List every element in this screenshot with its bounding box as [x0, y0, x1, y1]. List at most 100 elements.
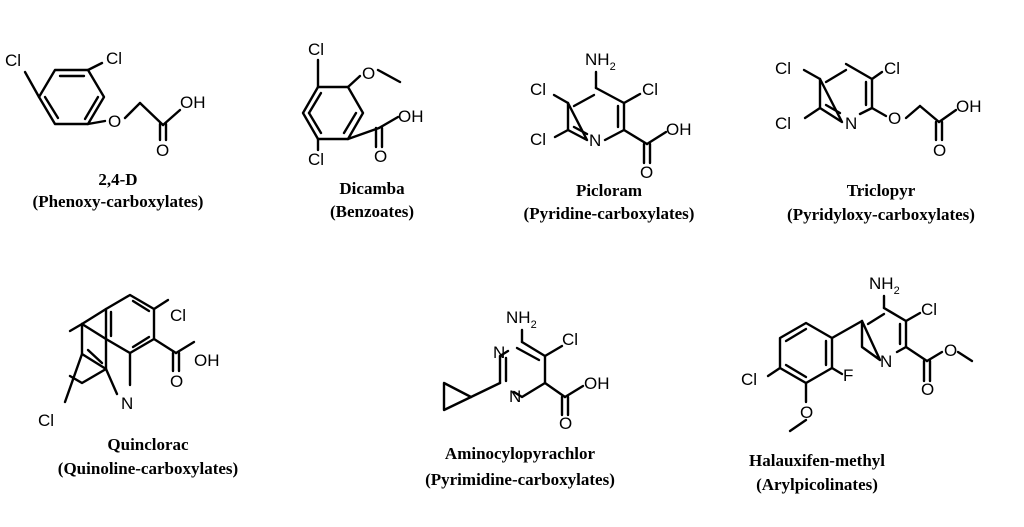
bond — [645, 130, 668, 146]
atom-label: NH2 — [585, 50, 616, 73]
bond — [788, 418, 808, 433]
atom-label: Cl — [530, 80, 546, 99]
bond — [572, 93, 596, 108]
atom-label: N — [509, 387, 521, 406]
structure-aminocylopyrachlor: NH2 N N Cl OH O Aminocylopyrachlor (Pyri… — [425, 308, 615, 489]
bond — [515, 346, 541, 362]
bond — [818, 62, 874, 124]
bond — [860, 306, 908, 362]
compound-name: Dicamba — [339, 179, 405, 198]
bond — [346, 74, 362, 89]
bond — [104, 293, 156, 355]
atom-label: Cl — [921, 300, 937, 319]
bond — [377, 115, 400, 130]
atom-label: N — [589, 131, 601, 150]
structure-dicamba: Cl O Cl OH O Dicamba (Benzoates) — [301, 40, 424, 221]
bond — [442, 381, 473, 412]
bond — [956, 350, 974, 363]
bond — [86, 119, 107, 126]
compound-name: Halauxifen-methyl — [749, 451, 885, 470]
bond — [904, 345, 929, 363]
compound-class: (Pyridine-carboxylates) — [524, 204, 695, 223]
atom-label: Cl — [775, 59, 791, 78]
atom-label: N — [493, 343, 505, 362]
bond — [301, 85, 365, 141]
bond — [161, 108, 182, 127]
atom-label: Cl — [308, 150, 324, 169]
bond — [83, 95, 100, 121]
bond — [925, 350, 944, 363]
atom-label: NH2 — [869, 274, 900, 297]
atom-label: Cl — [106, 49, 122, 68]
bond — [80, 307, 108, 326]
atom-label: O — [362, 64, 375, 83]
bond — [152, 337, 178, 355]
compound-name: 2,4-D — [98, 170, 137, 189]
atom-label: Cl — [38, 411, 54, 430]
atom-label: Cl — [741, 370, 757, 389]
bond — [86, 61, 104, 72]
bond — [68, 322, 84, 333]
atom-label: OH — [956, 97, 982, 116]
bond — [566, 86, 626, 142]
bond — [766, 366, 782, 378]
bond — [572, 125, 589, 136]
bond — [86, 348, 104, 365]
structure-2-4-d: Cl Cl O O OH 2,4-D (Phenoxy-carboxylates… — [5, 49, 206, 211]
atom-label: O — [800, 403, 813, 422]
bond — [553, 128, 570, 139]
structure-quinclorac: Cl OH O N Cl Quinclorac (Quinoline-carbo… — [38, 293, 238, 478]
bond — [830, 366, 844, 376]
bond — [307, 91, 323, 115]
bond — [543, 344, 564, 358]
bond — [469, 381, 502, 399]
bond — [904, 104, 922, 120]
bond — [23, 70, 41, 99]
bond — [918, 104, 941, 124]
bond — [543, 381, 567, 399]
compound-class: (Pyrimidine-carboxylates) — [425, 470, 615, 489]
compound-class: (Pyridyloxy-carboxylates) — [787, 205, 975, 224]
atom-label: O — [640, 163, 653, 182]
atom-label: N — [880, 352, 892, 371]
atom-label: Cl — [5, 51, 21, 70]
bond — [784, 327, 808, 343]
atom-label: O — [944, 341, 957, 360]
compound-class: (Benzoates) — [330, 202, 414, 221]
atom-label: OH — [180, 93, 206, 112]
bond — [152, 298, 170, 311]
atom-label: F — [843, 366, 853, 385]
structure-triclopyr: Cl Cl Cl N O OH O Triclopyr (Pyridyloxy-… — [775, 59, 982, 224]
bond — [346, 126, 381, 141]
bond — [131, 335, 151, 349]
bond — [830, 319, 864, 340]
bond — [866, 312, 886, 326]
bond — [376, 68, 402, 84]
atom-label: OH — [666, 120, 692, 139]
atom-label: OH — [584, 374, 610, 393]
bond — [123, 101, 142, 120]
bond — [802, 68, 822, 81]
bond — [803, 106, 822, 120]
bond — [552, 93, 570, 105]
bond — [307, 111, 323, 135]
bond — [870, 106, 888, 118]
atom-label: Cl — [884, 59, 900, 78]
bond — [131, 299, 151, 313]
bond — [342, 111, 358, 135]
atom-label: Cl — [642, 80, 658, 99]
atom-label: Cl — [562, 330, 578, 349]
bond — [778, 321, 834, 385]
atom-label: O — [108, 112, 121, 131]
bond — [138, 101, 165, 127]
atom-label: O — [374, 147, 387, 166]
bond — [104, 367, 119, 396]
bond — [937, 108, 958, 124]
bond — [563, 384, 585, 399]
atom-label: O — [156, 141, 169, 160]
atom-label: O — [888, 109, 901, 128]
bond — [622, 92, 642, 105]
atom-label: O — [921, 380, 934, 399]
atom-label: OH — [398, 107, 424, 126]
